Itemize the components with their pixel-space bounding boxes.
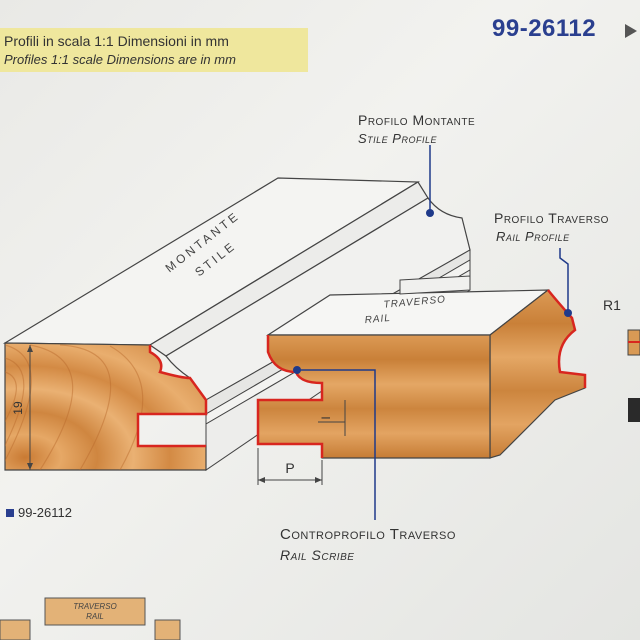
dim-depth-label: I <box>319 416 333 419</box>
stile-profile-label-en: Stile Profile <box>358 131 437 146</box>
stile-profile-line <box>136 345 208 448</box>
bottom-rail-thumb <box>44 597 146 626</box>
legend-swatch <box>6 509 14 517</box>
bottom-rail-label-en: RAIL <box>86 612 104 621</box>
product-code: 99-26112 <box>492 15 597 42</box>
rail-scribe-leader <box>297 369 376 520</box>
header-title-it: Profili in scala 1:1 Dimensioni in mm <box>4 33 229 49</box>
side-marker-label: R1 <box>603 297 621 313</box>
bottom-thumb-right <box>154 619 181 640</box>
rail-block-label-it: TRAVERSO <box>383 294 446 310</box>
dim-19-label: 19 <box>11 401 25 415</box>
rail-scribe-label-en: Rail Scribe <box>280 547 355 563</box>
rail-profile-dot <box>564 309 572 317</box>
header-box <box>0 28 308 72</box>
header-title-en: Profiles 1:1 scale Dimensions are in mm <box>4 52 236 67</box>
stile-profile-label-it: Profilo Montante <box>358 112 476 128</box>
dim-p-label: P <box>285 460 294 476</box>
play-icon <box>625 24 637 38</box>
rail-profile-line <box>547 289 587 388</box>
bottom-rail-label-it: TRAVERSO <box>73 602 117 611</box>
rail-profile-label-en: Rail Profile <box>496 229 570 244</box>
rail-block-label-en: RAIL <box>364 313 391 326</box>
side-thumb-2 <box>628 398 640 422</box>
rail-scribe-label-it: Controprofilo Traverso <box>280 526 456 543</box>
stile-grain-lines <box>5 343 206 470</box>
back-rail-top <box>399 275 471 295</box>
legend-label: 99-26112 <box>18 505 72 520</box>
dim-p-arrows <box>258 477 322 483</box>
rail-scribe-line <box>256 335 324 458</box>
rail-scribe-dot <box>293 366 301 374</box>
bottom-thumb-left <box>0 619 31 640</box>
rail-profile-label-it: Profilo Traverso <box>494 210 609 226</box>
stile-profile-dot <box>426 209 434 217</box>
rail-profile-leader <box>559 248 569 312</box>
